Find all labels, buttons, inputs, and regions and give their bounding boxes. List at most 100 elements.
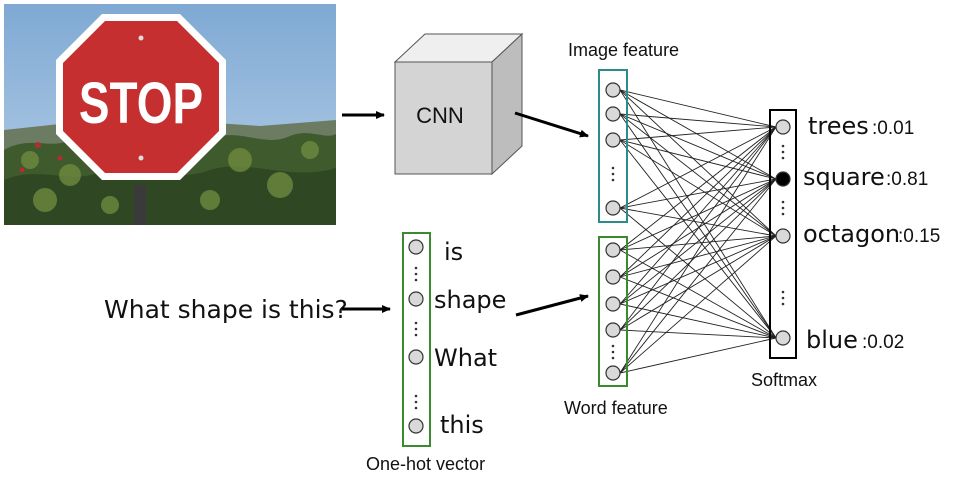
edge-line — [619, 235, 777, 251]
word-feature-node — [605, 242, 621, 258]
ellipsis-dot — [781, 200, 785, 204]
edge-line — [619, 113, 777, 237]
output-word: square — [803, 163, 885, 191]
ellipsis-dot — [414, 278, 418, 282]
stop-sign-photo: STOP — [4, 4, 336, 225]
output-score: :0.15 — [898, 226, 940, 247]
edge-line — [619, 178, 777, 374]
arrow-icon — [514, 111, 589, 138]
edge-line — [619, 126, 777, 251]
image-feature-column: Image feature — [568, 40, 679, 223]
ellipsis-dot — [611, 350, 615, 354]
ellipsis-dot — [414, 400, 418, 404]
softmax-node — [775, 228, 791, 244]
edge-line — [619, 89, 777, 128]
one-hot-caption: One-hot vector — [366, 454, 485, 474]
ellipsis-dot — [414, 406, 418, 410]
output-word: trees — [808, 112, 869, 140]
edge-line — [619, 126, 777, 331]
edge-line — [619, 178, 777, 251]
one-hot-node — [408, 291, 424, 307]
ellipsis-dot — [781, 156, 785, 160]
edge-line — [619, 303, 777, 339]
edge-line — [619, 139, 777, 180]
edge-line — [619, 207, 777, 237]
stop-sign-text: STOP — [79, 70, 203, 136]
image-feature-node — [605, 82, 621, 98]
cnn-cube-icon: CNN — [393, 32, 524, 176]
edge-line — [619, 178, 777, 209]
ellipsis-dot — [781, 206, 785, 210]
edge-line — [619, 235, 777, 331]
edge-line — [619, 337, 777, 374]
one-hot-word: is — [444, 238, 463, 266]
one-hot-node — [408, 418, 424, 434]
one-hot-node — [408, 349, 424, 365]
ellipsis-dot — [781, 296, 785, 300]
ellipsis-dot — [414, 266, 418, 270]
ellipsis-dot — [414, 272, 418, 276]
edge-line — [619, 235, 777, 278]
word-feature-node — [605, 296, 621, 312]
edge-line — [619, 126, 777, 305]
edge-line — [619, 89, 777, 180]
one-hot-word: shape — [434, 286, 506, 314]
cnn-label: CNN — [416, 103, 464, 128]
ellipsis-dot — [611, 166, 615, 170]
edge-line — [619, 178, 777, 305]
ellipsis-dot — [781, 212, 785, 216]
output-score: :0.02 — [862, 332, 904, 353]
ellipsis-dot — [611, 356, 615, 360]
edge-line — [619, 89, 777, 339]
fully-connected-edges — [619, 89, 777, 374]
word-feature-node — [605, 322, 621, 338]
ellipsis-dot — [414, 327, 418, 331]
edge-line — [619, 113, 777, 339]
one-hot-node — [408, 239, 424, 255]
output-word: octagon — [803, 220, 900, 248]
softmax-node — [775, 330, 791, 346]
one-hot-vector: is shape What this One-hot vector — [366, 232, 506, 474]
ellipsis-dot — [781, 302, 785, 306]
arrow-icon — [515, 294, 589, 317]
word-feature-node — [605, 365, 621, 381]
output-score: :0.81 — [886, 169, 928, 190]
ellipsis-dot — [611, 178, 615, 182]
word-feature-caption: Word feature — [564, 398, 668, 418]
image-feature-caption: Image feature — [568, 40, 679, 60]
ellipsis-dot — [781, 290, 785, 294]
ellipsis-dot — [414, 333, 418, 337]
edge-line — [619, 126, 777, 278]
image-feature-node — [605, 200, 621, 216]
one-hot-word: this — [440, 411, 484, 439]
output-score: :0.01 — [872, 118, 914, 139]
image-feature-node — [605, 106, 621, 122]
edge-line — [619, 235, 777, 374]
output-word: blue — [806, 326, 858, 354]
edge-line — [619, 235, 777, 305]
ellipsis-dot — [414, 394, 418, 398]
softmax-node — [775, 171, 791, 187]
word-feature-column: Word feature — [564, 236, 668, 418]
edge-line — [619, 276, 777, 339]
softmax-caption: Softmax — [751, 370, 817, 390]
question-text: What shape is this? — [104, 295, 348, 324]
image-feature-node — [605, 132, 621, 148]
word-feature-node — [605, 269, 621, 285]
edge-line — [619, 113, 777, 128]
ellipsis-dot — [781, 144, 785, 148]
edge-line — [619, 178, 777, 331]
edge-line — [619, 126, 777, 141]
edge-line — [619, 249, 777, 339]
ellipsis-dot — [781, 150, 785, 154]
softmax-column: Softmax trees :0.01 square :0.81 octagon… — [751, 109, 940, 390]
edge-line — [619, 126, 777, 209]
one-hot-word: What — [434, 344, 497, 372]
ellipsis-dot — [611, 172, 615, 176]
ellipsis-dot — [611, 344, 615, 348]
ellipsis-dot — [414, 321, 418, 325]
edge-line — [619, 126, 777, 374]
edge-line — [619, 139, 777, 339]
softmax-node — [775, 119, 791, 135]
